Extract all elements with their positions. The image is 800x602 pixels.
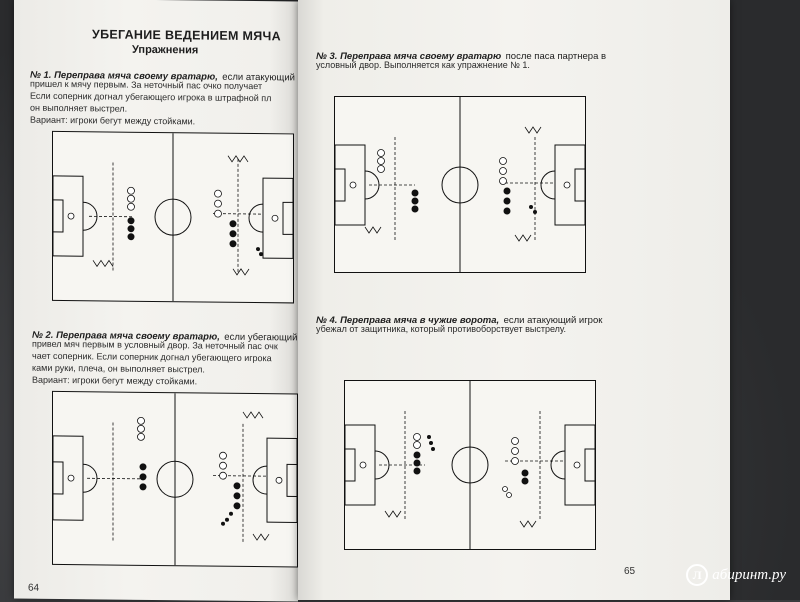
field-diagram-4: [344, 380, 596, 550]
field-diagram-3: [334, 96, 586, 273]
page-number-right: 65: [624, 566, 635, 577]
exercise-2-line-4: Вариант: игроки бегут между стойками.: [32, 374, 197, 388]
field-drawing-4: [345, 381, 595, 549]
page-header-title: УБЕГАНИЕ ВЕДЕНИЕМ МЯЧА: [92, 27, 281, 43]
labirint-logo-icon: Л: [686, 564, 708, 586]
field-diagram-1: [52, 131, 294, 304]
field-diagram-2: [52, 391, 298, 568]
field-drawing-1: [53, 132, 293, 303]
exercise-3-line-1: условный двор. Выполняется как упражнени…: [316, 59, 530, 71]
left-page: УБЕГАНИЕ ВЕДЕНИЕМ МЯЧА Упражнения № 1. П…: [14, 0, 298, 601]
page-number-left: 64: [28, 583, 39, 594]
exercise-1-line-4: Вариант: игроки бегут между стойками.: [30, 114, 195, 128]
field-drawing-2: [53, 392, 297, 567]
page-header-subtitle: Упражнения: [132, 44, 198, 57]
exercise-4-line-1: убежал от защитника, который противоборс…: [316, 323, 566, 335]
field-drawing-3: [335, 97, 585, 272]
labirint-watermark: Л абиринт.ру: [686, 564, 786, 586]
exercise-1-line-3: он выполняет выстрел.: [30, 102, 127, 115]
right-page: № 3. Переправа мяча своему вратарю после…: [298, 0, 730, 600]
labirint-watermark-text: абиринт.ру: [712, 567, 786, 584]
